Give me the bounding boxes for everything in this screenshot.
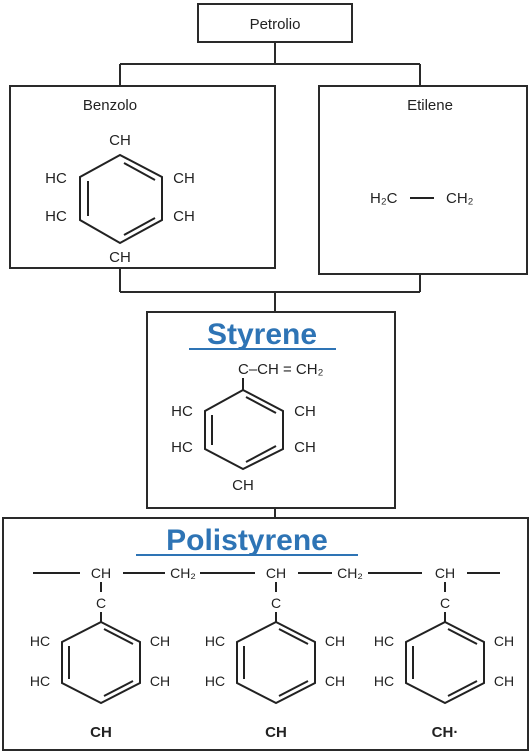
etilene-label: Etilene (407, 97, 453, 114)
benzene-atom-top: CH (109, 132, 131, 149)
ring2-ch-upper: CH (325, 633, 345, 649)
styrene-atom-lower-right: CH (294, 439, 316, 456)
polymer-ring-2 (236, 620, 316, 705)
styrene-atom-upper-right: CH (294, 403, 316, 420)
linker-c-2: C (271, 595, 281, 611)
backbone-ch2-2: CH₂ (337, 565, 363, 581)
polymer-linkers (100, 582, 446, 622)
petrolio-label: Petrolio (250, 16, 301, 33)
ring3-ch-upper: CH (494, 633, 514, 649)
ethylene-formula-right: CH₂ (446, 190, 474, 207)
backbone-ch-3: CH (435, 565, 455, 581)
backbone-ch2-1: CH₂ (170, 565, 196, 581)
polistyrene-heading: Polistyrene (166, 524, 328, 557)
styrene-atom-upper-left: HC (171, 403, 193, 420)
polymer-ring-3 (405, 620, 485, 705)
benzene-atom-upper-left: HC (45, 170, 67, 187)
linker-c-1: C (96, 595, 106, 611)
ethylene-formula-left: H₂C (370, 190, 398, 207)
benzene-atom-lower-left: HC (45, 208, 67, 225)
etilene-box (318, 85, 528, 275)
benzene-atom-lower-right: CH (173, 208, 195, 225)
backbone-ch-2: CH (266, 565, 286, 581)
ring2-hc-upper: HC (205, 633, 225, 649)
benzolo-label: Benzolo (83, 97, 137, 114)
styrene-heading: Styrene (207, 318, 317, 351)
polymer-ring-1 (61, 620, 141, 705)
ring2-ch-bottom: CH (265, 724, 287, 741)
ring1-ch-bottom: CH (90, 724, 112, 741)
benzene-atom-bottom: CH (109, 249, 131, 266)
styrene-ring (204, 388, 284, 471)
ring1-hc-upper: HC (30, 633, 50, 649)
styrene-atom-bottom: CH (232, 477, 254, 494)
ring1-ch-upper: CH (150, 633, 170, 649)
linker-c-3: C (440, 595, 450, 611)
ring3-hc-lower: HC (374, 673, 394, 689)
backbone-ch-1: CH (91, 565, 111, 581)
ring3-ch-lower: CH (494, 673, 514, 689)
benzene-ring (79, 153, 163, 245)
petrolio-box (197, 3, 353, 43)
benzolo-box (9, 85, 276, 269)
ring1-ch-lower: CH (150, 673, 170, 689)
styrene-vinyl-chain: C–CH = CH₂ (238, 361, 324, 378)
ring1-hc-lower: HC (30, 673, 50, 689)
styrene-atom-lower-left: HC (171, 439, 193, 456)
connector-lines (119, 42, 421, 518)
benzene-atom-upper-right: CH (173, 170, 195, 187)
polistyrene-box (2, 517, 529, 751)
ring2-ch-lower: CH (325, 673, 345, 689)
ring2-hc-lower: HC (205, 673, 225, 689)
ring3-ch-bottom: CH· (432, 724, 459, 741)
ring3-hc-upper: HC (374, 633, 394, 649)
